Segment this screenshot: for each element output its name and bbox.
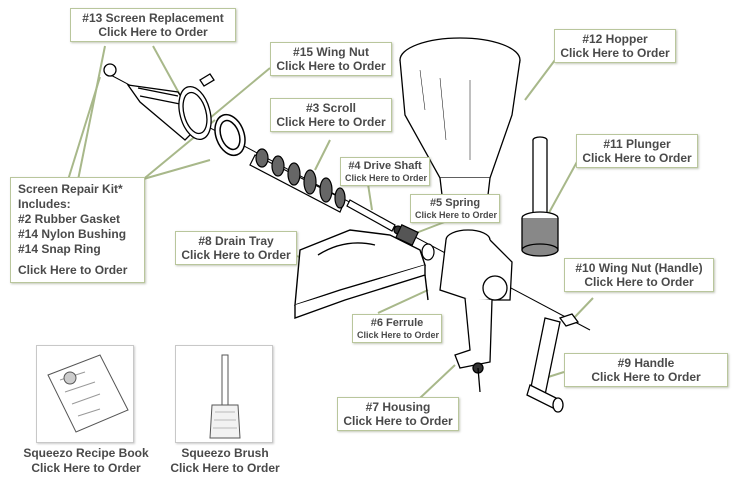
ferrule-part	[421, 243, 435, 261]
wing-nut-title: #15 Wing Nut	[293, 45, 369, 59]
scroll-part	[249, 148, 346, 213]
scroll-title: #3 Scroll	[305, 101, 357, 115]
plunger-order-link[interactable]: Click Here to Order	[582, 151, 692, 165]
ferrule-order-link[interactable]: Click Here to Order	[357, 330, 440, 340]
ferrule-title: #6 Ferrule	[370, 317, 424, 329]
wing-nut-handle-callout[interactable]: #10 Wing Nut (Handle) Click Here to Orde…	[564, 258, 714, 292]
hopper-callout[interactable]: #12 Hopper Click Here to Order	[554, 29, 676, 63]
wing-nut-handle-title: #10 Wing Nut (Handle)	[575, 261, 703, 275]
recipe-book-order-link[interactable]: Click Here to Order	[31, 461, 141, 475]
housing-title: #7 Housing	[365, 400, 431, 414]
housing-order-link[interactable]: Click Here to Order	[343, 414, 453, 428]
drain-tray-order-link[interactable]: Click Here to Order	[181, 248, 291, 262]
hopper-order-link[interactable]: Click Here to Order	[560, 46, 670, 60]
handle-part	[526, 313, 580, 413]
wing-nut-part	[214, 113, 246, 157]
handle-title: #9 Handle	[617, 356, 675, 370]
drain-tray-title: #8 Drain Tray	[198, 234, 274, 248]
repair-kit-item: #2 Rubber Gasket	[18, 212, 121, 226]
plunger-part	[521, 136, 559, 257]
screen-part	[103, 63, 215, 141]
housing-callout[interactable]: #7 Housing Click Here to Order	[337, 397, 459, 431]
plunger-title: #11 Plunger	[603, 137, 671, 151]
drive-shaft-order-link[interactable]: Click Here to Order	[345, 173, 428, 183]
repair-kit-order-link[interactable]: Click Here to Order	[18, 263, 128, 277]
drive-shaft-part	[346, 199, 403, 235]
brush-order-link[interactable]: Click Here to Order	[170, 461, 280, 475]
brush-thumbnail[interactable]	[175, 345, 273, 443]
scroll-order-link[interactable]: Click Here to Order	[276, 115, 386, 129]
repair-kit-item: #14 Snap Ring	[18, 242, 101, 256]
repair-kit-item: #14 Nylon Bushing	[18, 227, 127, 241]
hopper-part	[399, 37, 521, 196]
recipe-book-name: Squeezo Recipe Book	[23, 446, 149, 460]
handle-callout[interactable]: #9 Handle Click Here to Order	[564, 353, 728, 387]
recipe-book-image	[47, 354, 129, 433]
housing-part	[439, 229, 513, 393]
drive-shaft-callout[interactable]: #4 Drive Shaft Click Here to Order	[340, 157, 430, 186]
spring-title: #5 Spring	[429, 197, 481, 209]
screen-replacement-title: #13 Screen Replacement	[82, 11, 224, 25]
repair-kit-includes: Includes:	[18, 197, 71, 211]
drive-shaft-title: #4 Drive Shaft	[348, 160, 422, 172]
ferrule-callout[interactable]: #6 Ferrule Click Here to Order	[352, 314, 442, 343]
wing-nut-callout[interactable]: #15 Wing Nut Click Here to Order	[270, 42, 392, 76]
screen-replacement-callout[interactable]: #13 Screen Replacement Click Here to Ord…	[70, 8, 236, 42]
brush-image	[209, 354, 241, 439]
repair-kit-title: Screen Repair Kit*	[18, 182, 123, 196]
screen-repair-kit-callout[interactable]: Screen Repair Kit* Includes: #2 Rubber G…	[10, 177, 145, 283]
wing-nut-handle-order-link[interactable]: Click Here to Order	[584, 275, 694, 289]
plunger-callout[interactable]: #11 Plunger Click Here to Order	[576, 134, 698, 168]
spring-callout[interactable]: #5 Spring Click Here to Order	[410, 194, 500, 223]
hopper-title: #12 Hopper	[582, 32, 648, 46]
drain-tray-part	[294, 229, 429, 319]
spring-order-link[interactable]: Click Here to Order	[415, 210, 498, 220]
scroll-callout[interactable]: #3 Scroll Click Here to Order	[270, 98, 392, 132]
screen-replacement-order-link[interactable]: Click Here to Order	[98, 25, 208, 39]
recipe-book-caption[interactable]: Squeezo Recipe Book Click Here to Order	[14, 446, 158, 476]
brush-name: Squeezo Brush	[181, 446, 269, 460]
recipe-book-thumbnail[interactable]	[36, 345, 134, 443]
wing-nut-order-link[interactable]: Click Here to Order	[276, 59, 386, 73]
handle-order-link[interactable]: Click Here to Order	[591, 370, 701, 384]
drain-tray-callout[interactable]: #8 Drain Tray Click Here to Order	[175, 231, 297, 265]
brush-caption[interactable]: Squeezo Brush Click Here to Order	[160, 446, 290, 476]
